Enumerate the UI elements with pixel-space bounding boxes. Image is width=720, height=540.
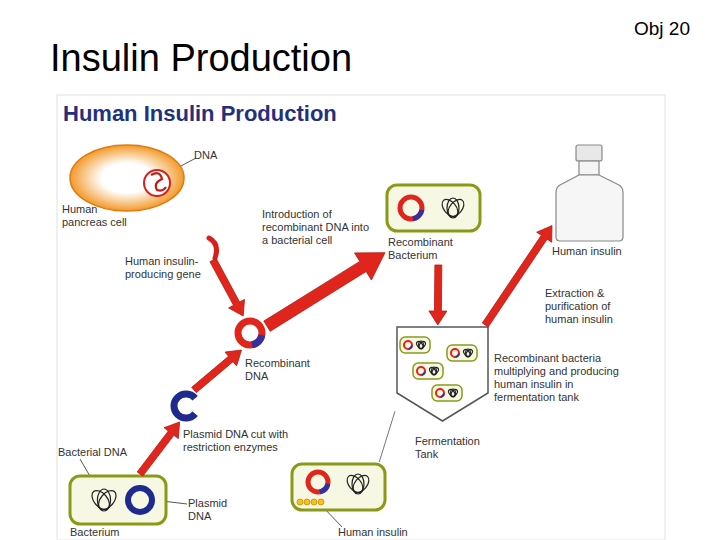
bacterium-box: Bacterium <box>68 474 168 526</box>
illustration-part <box>311 499 317 505</box>
node-shape <box>170 390 202 422</box>
node-shape <box>68 474 168 526</box>
part-label: Bacterial DNA <box>58 446 127 459</box>
illustration-part <box>89 487 120 512</box>
zoom-line <box>379 411 395 462</box>
illustration-part <box>400 197 422 219</box>
arrow-label: Introduction of recombinant DNA into a b… <box>262 208 377 247</box>
node-label: Human insulin <box>552 245 622 258</box>
node-shape <box>233 316 267 350</box>
flow-arrow <box>482 226 552 327</box>
illustration-part <box>415 340 426 349</box>
part-label: DNA <box>194 149 217 162</box>
illustration-part <box>297 499 303 505</box>
illustration-part <box>409 346 412 349</box>
illustration-part <box>441 394 444 397</box>
node-label: Bacterium <box>70 526 120 539</box>
fermentation-tank: Fermentation TankRecombinant bacteria mu… <box>395 325 490 423</box>
illustration-part <box>428 366 439 375</box>
illustration-part <box>209 238 217 258</box>
illustration-part <box>447 388 458 397</box>
illustration-part <box>431 366 440 375</box>
illustration-part <box>436 389 444 397</box>
gene-fragment: Human insulin-producing gene <box>205 236 221 260</box>
dna-ring: Recombinant DNA <box>233 316 267 350</box>
illustration-part <box>579 161 599 175</box>
illustration-part <box>462 348 473 357</box>
illustration-part <box>400 337 430 353</box>
node-label: Recombinant Bacterium <box>388 236 478 262</box>
node-label: Human pancreas cell <box>62 203 134 229</box>
illustration-part <box>397 327 488 421</box>
illustration-part <box>576 145 602 161</box>
illustration-part <box>417 367 425 375</box>
node-label: Human insulin-producing gene <box>125 255 209 281</box>
illustration-part <box>413 210 422 219</box>
illustration-part <box>447 345 477 361</box>
illustration-part <box>387 185 480 231</box>
part-label: Plasmid DNA <box>188 497 228 523</box>
illustration-part <box>350 472 372 495</box>
illustration-part <box>450 388 459 397</box>
illustration-part <box>413 363 443 379</box>
node-label: Human insulin <box>338 526 408 539</box>
bacterium-box: Recombinant Bacterium <box>385 183 482 265</box>
illustration-part <box>456 354 459 357</box>
node-shape <box>205 236 221 260</box>
illustration-part <box>151 173 166 190</box>
node-label: Recombinant bacteria multiplying and pro… <box>494 352 629 404</box>
bacterium-box: Human insulin <box>290 462 387 512</box>
slide-title: Insulin Production <box>50 36 352 80</box>
illustration-part <box>70 145 184 211</box>
illustration-part <box>174 394 195 418</box>
objective-number: Obj 20 <box>634 18 690 40</box>
illustration-part <box>422 372 425 375</box>
node-label: Recombinant DNA <box>245 357 320 383</box>
illustration-part <box>320 484 328 492</box>
arrow-label: Extraction & purification of human insul… <box>545 287 640 326</box>
illustration-part <box>451 349 459 357</box>
flow-arrow <box>210 258 245 316</box>
illustration-part <box>344 472 372 495</box>
node-label: Plasmid DNA cut with restriction enzymes <box>183 428 305 454</box>
node-shape <box>552 145 627 257</box>
flow-arrow <box>192 350 242 393</box>
illustration-part <box>128 488 152 512</box>
illustration-part <box>238 321 262 345</box>
illustration-part <box>292 464 385 510</box>
plasmid-cut: Plasmid DNA cut with restriction enzymes <box>170 390 202 422</box>
illustration-part <box>556 175 623 241</box>
diagram-heading: Human Insulin Production <box>63 101 337 126</box>
illustration-part <box>144 170 170 196</box>
illustration-part <box>418 340 427 349</box>
illustration-part <box>70 476 166 524</box>
illustration-part <box>95 487 119 512</box>
illustration-part <box>465 348 474 357</box>
illustration-part <box>252 335 262 345</box>
illustration-part <box>432 385 462 401</box>
illustration-part <box>318 499 324 505</box>
illustration-part <box>304 499 310 505</box>
illustration-part <box>308 472 328 492</box>
image-panel <box>57 95 665 540</box>
flow-arrow <box>137 422 179 476</box>
insulin-bottle: Human insulin <box>552 145 627 257</box>
node-shape <box>395 325 490 423</box>
node-shape <box>68 143 186 213</box>
illustration-part <box>439 196 467 219</box>
flow-arrow <box>264 253 385 332</box>
flow-arrow <box>429 265 447 325</box>
node-shape <box>290 462 387 512</box>
node-label: Fermentation Tank <box>415 435 495 461</box>
cell-ellipse: Human pancreas cell <box>68 143 186 213</box>
illustration-part <box>404 341 412 349</box>
illustration-part <box>445 196 467 219</box>
